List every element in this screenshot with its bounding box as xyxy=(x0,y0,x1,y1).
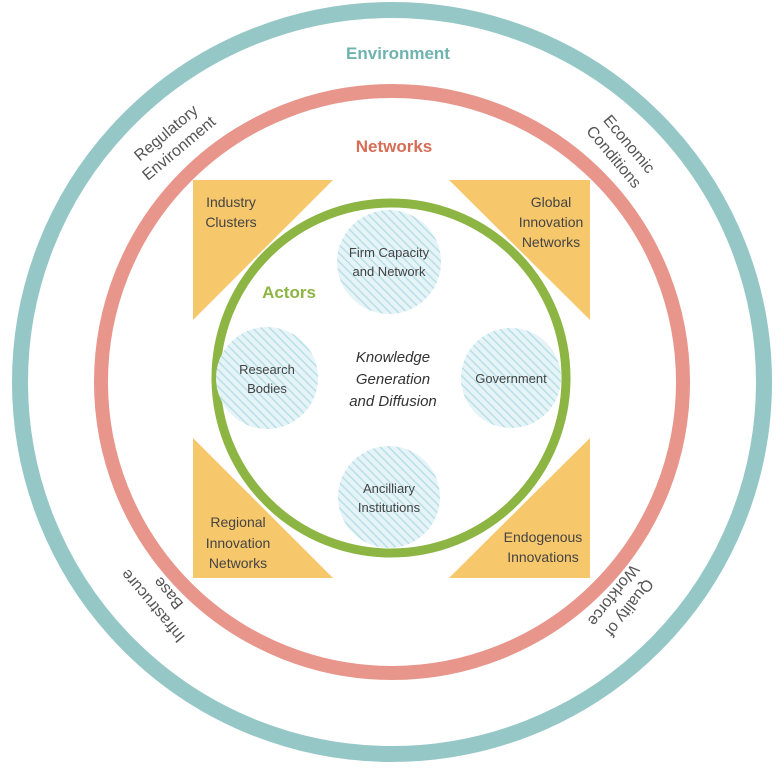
regional-innovation-line2: Innovation xyxy=(206,535,271,551)
actor-circle-government xyxy=(461,328,561,428)
env-label-workforce: Quality of Workforce xyxy=(584,561,656,639)
industry-clusters-line2: Clusters xyxy=(205,214,256,230)
networks-title: Networks xyxy=(356,137,433,156)
actor-circle-research xyxy=(216,327,318,429)
endogenous-line2: Innovations xyxy=(507,549,579,565)
firm-capacity-line2: and Network xyxy=(353,264,426,279)
triangle-endogenous xyxy=(449,438,590,578)
government-label: Government xyxy=(475,371,547,386)
ancillary-line1: Ancilliary xyxy=(363,481,416,496)
global-innovation-line3: Networks xyxy=(522,234,580,250)
global-innovation-line1: Global xyxy=(531,194,571,210)
endogenous-line1: Endogenous xyxy=(504,529,583,545)
global-innovation-line2: Innovation xyxy=(519,214,584,230)
actor-circle-firm xyxy=(337,210,441,314)
regional-innovation-line1: Regional xyxy=(210,514,265,530)
firm-capacity-line1: Firm Capacity xyxy=(349,245,430,260)
triangle-global-innovation xyxy=(449,180,590,320)
actors-ring-fill xyxy=(216,203,566,553)
research-bodies-line2: Bodies xyxy=(247,381,287,396)
regional-innovation-line3: Networks xyxy=(209,555,267,571)
industry-clusters-line1: Industry xyxy=(206,194,256,210)
center-line1: Knowledge xyxy=(356,349,430,366)
ancillary-line2: Institutions xyxy=(358,500,421,515)
triangle-regional-innovation xyxy=(193,438,333,578)
environment-title: Environment xyxy=(346,44,450,63)
center-line2: Generation xyxy=(356,371,430,388)
actor-circle-ancillary xyxy=(338,446,440,548)
research-bodies-line1: Research xyxy=(239,362,295,377)
triangle-industry-clusters xyxy=(193,180,333,320)
center-line3: and Diffusion xyxy=(349,393,437,410)
environment-ring xyxy=(12,2,772,762)
actors-title: Actors xyxy=(262,283,316,302)
networks-ring xyxy=(94,84,690,680)
